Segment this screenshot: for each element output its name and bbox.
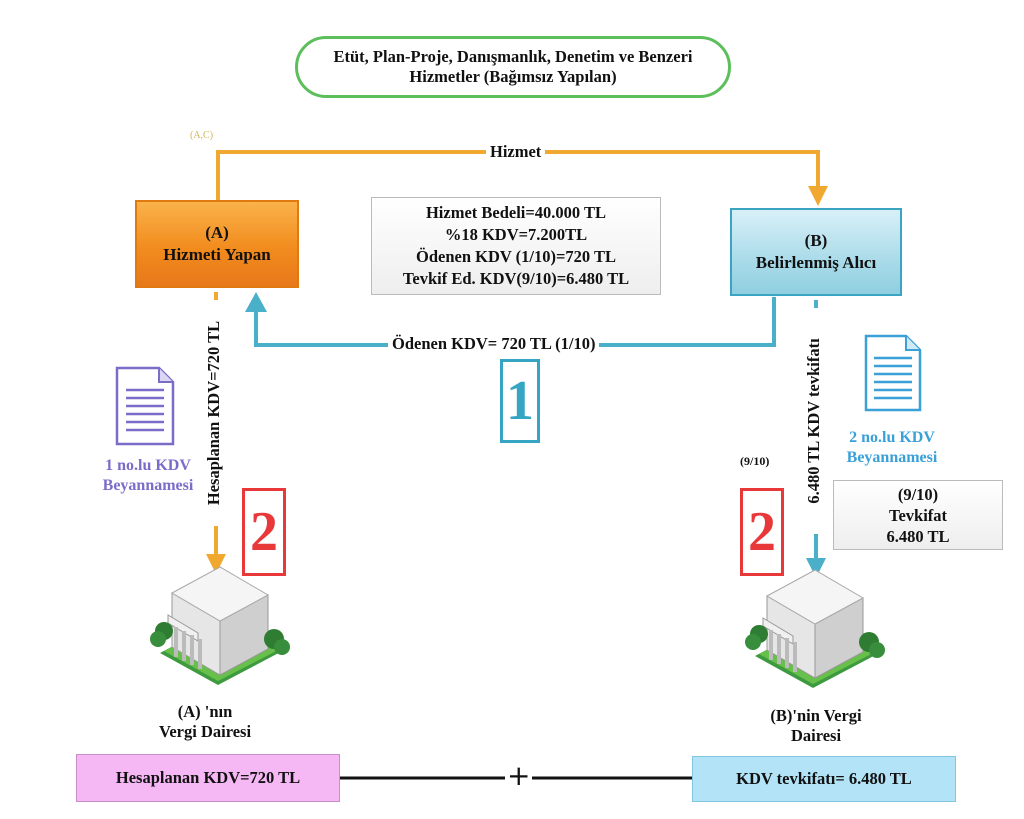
calc-vat-total-box: Hesaplanan KDV=720 TL (76, 754, 340, 802)
document-icon (864, 334, 922, 412)
paid-vat-label: Ödenen KDV= 720 TL (1/10) (388, 334, 600, 354)
small-mark: (A,C) (190, 130, 214, 141)
party-a-box: (A) Hizmeti Yapan (135, 200, 299, 288)
diagram-title: Etüt, Plan-Proje, Danışmanlık, Denetim v… (295, 36, 731, 98)
calc-vat-arrowhead (206, 554, 226, 574)
step-1-marker: 1 (500, 359, 540, 443)
withholding-box: (9/10) Tevkifat 6.480 TL (833, 480, 1003, 550)
plus-sign: + (505, 759, 533, 792)
paid-vat-arrowhead (245, 292, 267, 312)
fraction-label: (9/10) (740, 454, 770, 468)
office-b-label: (B)'nin Vergi Dairesi (770, 706, 862, 745)
withholding-arrowhead (806, 558, 826, 578)
service-arrowhead (808, 186, 828, 206)
withholding-total-box: KDV tevkifatı= 6.480 TL (692, 756, 956, 802)
service-label: Hizmet (486, 142, 546, 162)
tax-office-building-icon (150, 566, 290, 685)
step-2-right-marker: 2 (740, 488, 784, 576)
calculation-info-box: Hizmet Bedeli=40.000 TL %18 KDV=7.200TL … (371, 197, 661, 295)
second-declaration-label: 2 no.lu KDV Beyannamesi (846, 429, 938, 466)
document-icon (115, 366, 175, 446)
withholding-vertical-label: 6.480 TL KDV tevkifatı (802, 308, 826, 534)
step-2-left-marker: 2 (242, 488, 286, 576)
party-b-box: (B) Belirlenmiş Alıcı (730, 208, 902, 296)
first-declaration-label: 1 no.lu KDV Beyannamesi (102, 457, 194, 494)
tax-office-building-icon (745, 569, 885, 688)
office-a-label: (A) 'nın Vergi Dairesi (158, 702, 252, 741)
